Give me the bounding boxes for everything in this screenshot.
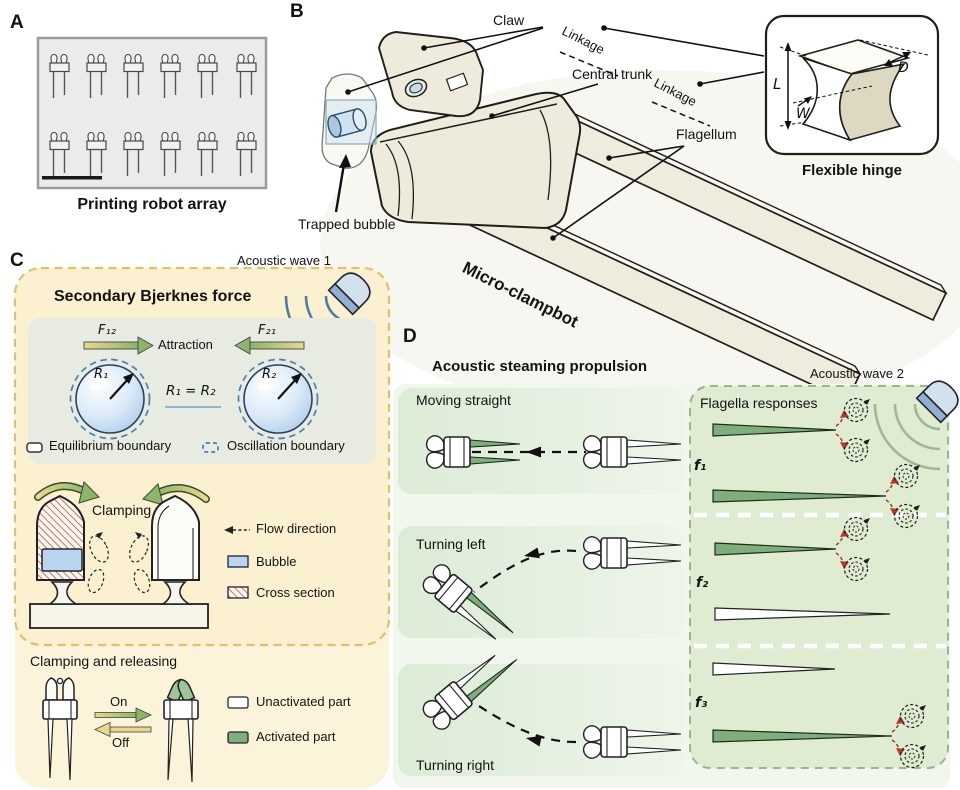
bubble-legend-icon	[227, 555, 249, 568]
equilibrium-boundary-icon	[26, 442, 43, 453]
panel-a-caption: Printing robot array	[77, 196, 227, 213]
unactivated-part-label: Unactivated part	[256, 694, 351, 709]
robot-array-micrograph	[36, 36, 268, 190]
flagella-responses-label: Flagella responses	[700, 395, 818, 411]
hinge-depth-label: D	[898, 60, 909, 76]
clamping-legend-icons	[224, 526, 250, 599]
f2-label: f₂	[696, 575, 709, 591]
on-label: On	[110, 694, 128, 709]
robot-turn-right-end	[419, 654, 518, 734]
robot-turn-right-start	[582, 725, 682, 759]
f3-label: f₃	[695, 695, 708, 711]
central-trunk-label: Central trunk	[572, 66, 653, 82]
off-label: Off	[112, 735, 130, 750]
flagellum-label: Flagellum	[676, 126, 737, 142]
moving-straight-label: Moving straight	[416, 392, 511, 408]
flexible-hinge-caption: Flexible hinge	[801, 162, 903, 179]
propulsion-panel	[393, 374, 960, 788]
bubble-label: Bubble	[256, 554, 297, 569]
f1-response	[712, 399, 920, 528]
robot-clamped	[163, 678, 199, 783]
turning-left-label: Turning left	[416, 536, 486, 552]
panel-a-label: A	[10, 12, 24, 33]
claw-label: Claw	[493, 12, 525, 28]
flow-direction-label: Flow direction	[256, 521, 337, 536]
turning-left-row	[419, 536, 682, 640]
force-arrows	[83, 336, 305, 355]
hinge-width-label: W	[796, 106, 810, 122]
claw-transparent-3d	[321, 73, 378, 213]
robot-released	[42, 677, 78, 781]
propulsion-title: Acoustic steaming propulsion	[432, 358, 648, 375]
activated-part-label: Activated part	[256, 729, 336, 744]
trapped-bubble-arrow	[334, 163, 346, 213]
flexible-hinge-inset	[764, 14, 940, 156]
panel-d-label: D	[403, 326, 417, 347]
bjerknes-title: Secondary Bjerknes force	[54, 288, 252, 305]
bubble-r2	[237, 358, 319, 440]
f2-response	[714, 518, 891, 621]
clamp-release-diagram	[42, 677, 249, 783]
leader-dots	[345, 25, 703, 241]
clamp-release-title: Clamping and releasing	[30, 653, 178, 669]
robot-turn-left-start	[582, 536, 682, 570]
moving-straight-row	[425, 435, 682, 469]
acoustic-wave-2-label: Acoustic wave 2	[810, 366, 904, 381]
turning-right-row	[419, 654, 682, 759]
r-equal-label: R₁ = R₂	[166, 383, 216, 399]
f3-response	[712, 662, 926, 768]
flow-vortices	[87, 535, 151, 594]
equilibrium-boundary-label: Equilibrium boundary	[49, 438, 172, 453]
f21-label: F₂₁	[258, 323, 276, 338]
activated-legend-icon	[227, 731, 249, 744]
turning-right-label: Turning right	[416, 757, 495, 773]
acoustic-wave-2-source	[873, 374, 960, 471]
clamping-diagram	[29, 481, 210, 629]
bjerknes-panel	[13, 266, 391, 788]
attraction-label: Attraction	[158, 337, 213, 352]
oscillation-boundary-label: Oscillation boundary	[227, 438, 345, 453]
clamp-claw	[151, 494, 200, 581]
oscillation-boundary-icon	[202, 442, 219, 453]
claw-3d	[378, 31, 484, 118]
panel-b-label: B	[290, 1, 304, 22]
trapped-bubble-label: Trapped bubble	[298, 216, 396, 232]
clamp-base	[29, 603, 209, 629]
clamp-bubble	[41, 548, 83, 572]
clampbot-3d-schematic	[320, 14, 960, 420]
robot-straight-end	[425, 435, 521, 469]
unactivated-legend-icon	[227, 696, 249, 709]
bubble-r1	[69, 358, 151, 440]
robot-straight-start	[582, 435, 682, 469]
on-arrow	[94, 712, 137, 718]
f12-label: F₁₂	[98, 323, 116, 338]
flagella-responses-box	[689, 385, 949, 769]
cross-section-label: Cross section	[256, 585, 335, 600]
central-trunk-3d	[369, 91, 582, 230]
scale-bar	[42, 176, 102, 180]
r1-label: R₁	[94, 367, 109, 382]
leader-lines	[347, 26, 765, 239]
off-arrow	[109, 726, 152, 733]
panel-c-label: C	[10, 250, 24, 271]
hinge-length-label: L	[773, 75, 782, 93]
trapped-bubble-cylinder	[327, 108, 367, 138]
clamping-label: Clamping	[92, 502, 152, 518]
f1-label: f₁	[694, 458, 707, 474]
r2-label: R₂	[262, 367, 277, 382]
robot-turn-left-end	[419, 560, 514, 640]
cross-section-legend-icon	[227, 586, 249, 599]
acoustic-wave-1-label: Acoustic wave 1	[237, 253, 331, 268]
